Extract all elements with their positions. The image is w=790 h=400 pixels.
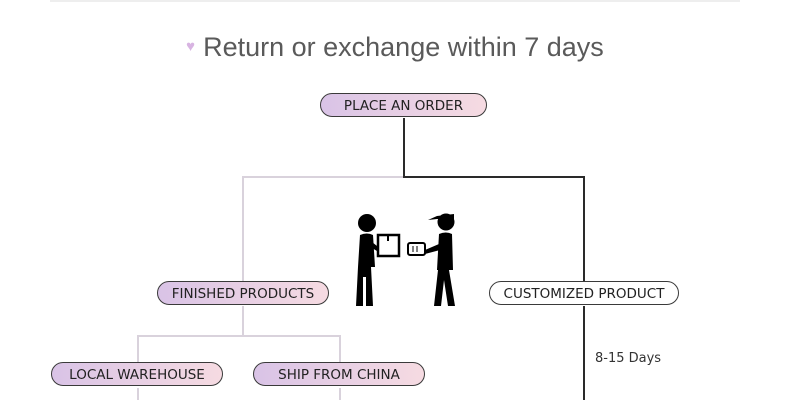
heart-icon: ♥ <box>186 38 196 55</box>
person-left-head <box>358 214 376 232</box>
delivery-handover-icon <box>340 192 480 322</box>
connector-horizontal-left <box>242 176 404 178</box>
connector-warehouse-below <box>137 388 139 400</box>
connector-china-down <box>339 335 341 362</box>
connector-root-down <box>403 118 405 177</box>
connector-left-down <box>242 176 244 281</box>
node-finished-products: FINISHED PRODUCTS <box>157 281 329 305</box>
node-customized-product: CUSTOMIZED PRODUCT <box>489 281 679 305</box>
person-left-body <box>356 233 375 306</box>
connector-horizontal-right <box>403 176 584 178</box>
page-title: ♥ Return or exchange within 7 days <box>0 32 790 63</box>
custom-lead-time: 8-15 Days <box>595 351 662 366</box>
title-text: Return or exchange within 7 days <box>203 32 604 62</box>
connector-left-sub-down <box>242 306 244 336</box>
person-right-body <box>434 232 455 306</box>
courier-cap <box>428 214 454 220</box>
top-divider <box>50 0 740 2</box>
connector-left-sub-horizontal <box>137 335 340 337</box>
node-local-warehouse: LOCAL WAREHOUSE <box>51 362 223 386</box>
connector-custom-down <box>583 306 585 400</box>
connector-warehouse-down <box>137 335 139 362</box>
node-place-order: PLACE AN ORDER <box>320 93 487 117</box>
node-ship-from-china: SHIP FROM CHINA <box>253 362 425 386</box>
connector-china-below <box>339 388 341 400</box>
connector-right-down <box>583 176 585 282</box>
